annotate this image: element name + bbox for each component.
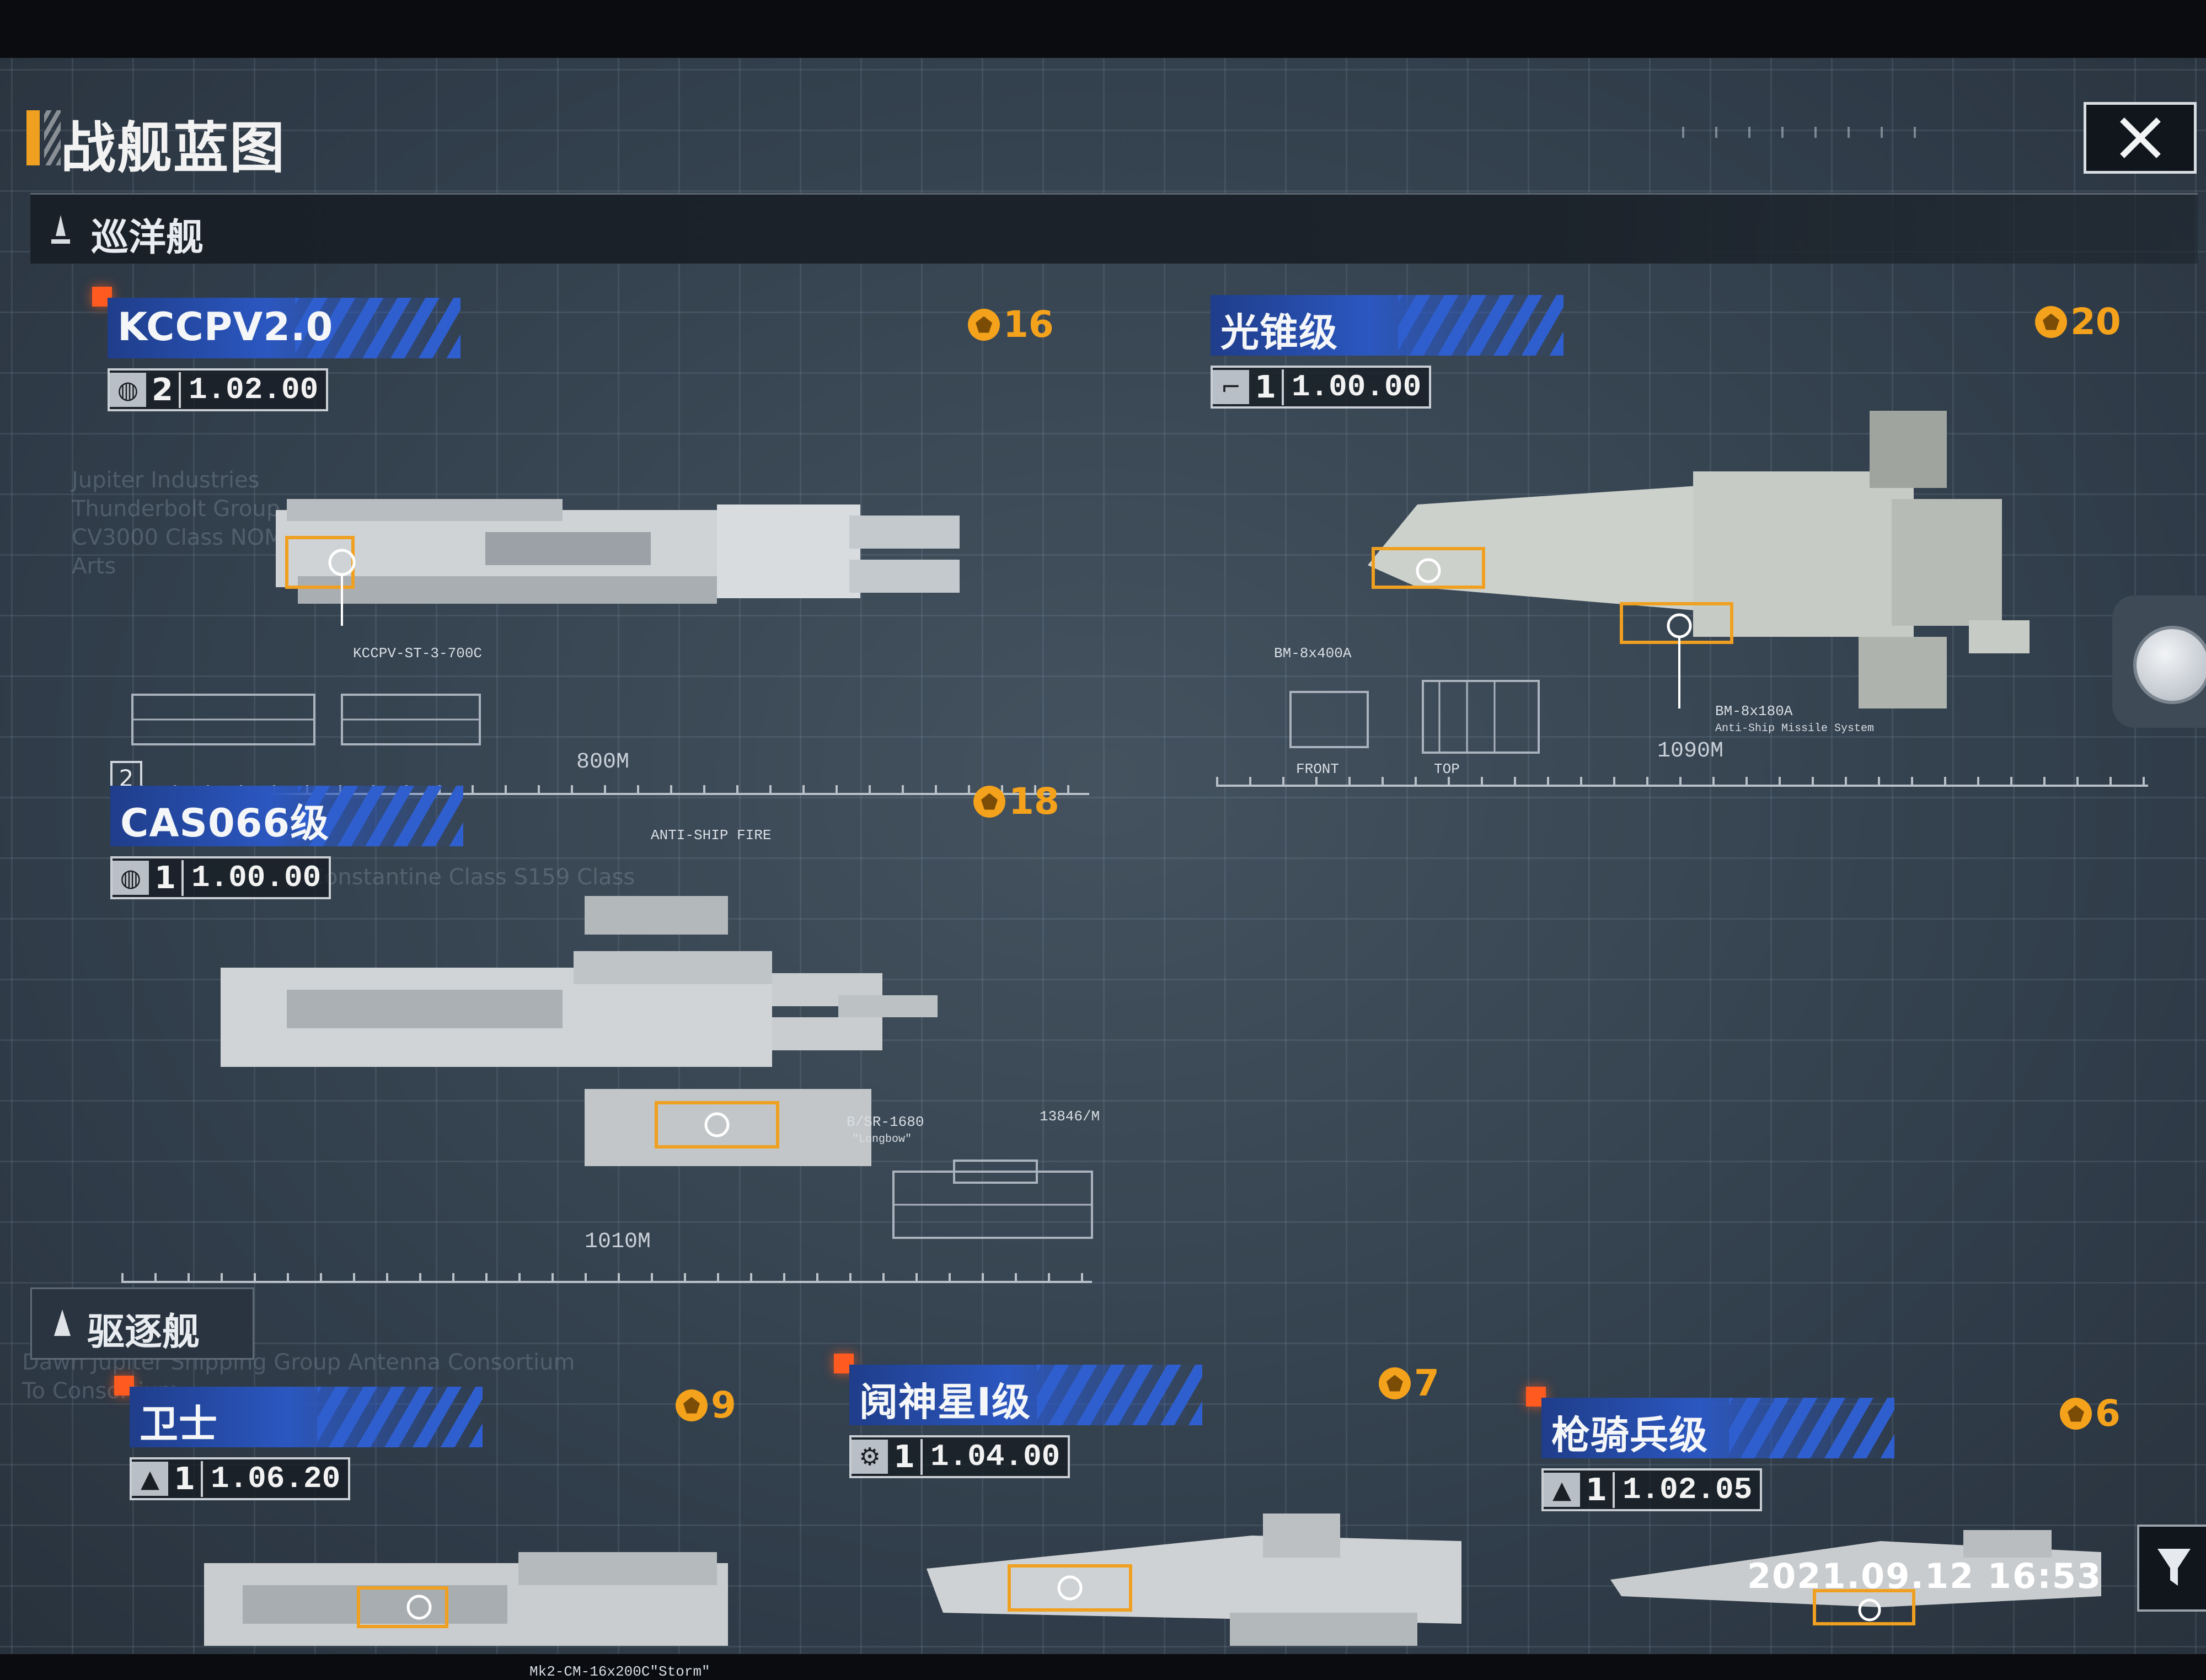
rank-icon: ▲ [132,1462,168,1496]
name-banner: 光锥级 [1211,295,1564,356]
scale-ruler [1216,775,2148,787]
decor-ticks [1682,127,1947,138]
extra-label: 13846/M [1040,1108,1100,1125]
cost-cas066: 18 [973,780,1059,823]
cost-guardian: 9 [676,1384,736,1426]
ship-image-guardian [204,1552,728,1646]
name-banner: CAS066级 [110,786,463,846]
destroyer-class-icon [54,1309,71,1336]
section-label-cruiser: 巡洋舰 [91,216,204,260]
rank-icon: ▲ [1544,1473,1580,1507]
title-accent-stripes [44,110,61,165]
cost-value: 20 [2070,300,2121,343]
knob-icon [2133,626,2206,704]
weapon-label-2-sub: Anti-Ship Missile System [1715,722,1875,735]
section-header-destroyer: 驱逐舰 [30,1287,254,1360]
ship-level: 1.06.20 [210,1461,341,1496]
ship-length: 1090M [1657,739,1724,764]
ship-name: 阋神星I级 [859,1380,1031,1425]
stat-box: ▲ 1 1.06.20 [130,1457,351,1500]
stat-box: ◍ 2 1.02.00 [108,368,329,411]
resource-icon [973,785,1005,818]
weapon-label: B/SR-1680 [847,1114,924,1130]
ship-image-cas066 [221,896,938,1166]
cost-kccpv: 16 [968,303,1054,346]
ship-image-kccpv [276,499,960,626]
name-banner: 卫士 [130,1387,483,1447]
side-action-button[interactable] [2112,595,2206,728]
section-header-cruiser: 巡洋舰 [30,193,2198,264]
globe-icon: ◍ [110,373,146,407]
ship-name: 光锥级 [1220,310,1338,355]
title-accent [26,110,40,165]
resource-icon [2060,1397,2092,1430]
ship-image-eris [927,1513,1461,1646]
ship-count: 1 [888,1439,923,1475]
ship-name: 枪骑兵级 [1551,1413,1708,1458]
cost-lancer: 6 [2060,1392,2121,1435]
top-bar: 战舰蓝图 [0,58,2206,190]
cost-light-cone: 20 [2035,300,2121,343]
ship-count: 2 [146,372,181,408]
ship-level: 1.00.00 [1291,369,1422,405]
section-label-destroyer: 驱逐舰 [87,1311,200,1354]
scale-ruler [121,1271,1092,1283]
name-banner: KCCPV2.0 [108,298,461,358]
faction-icon: ⌐ [1213,370,1249,404]
stat-box: ⚙ 1 1.04.00 [849,1435,1070,1478]
ship-image-light-cone [1368,411,2030,709]
globe-icon: ◍ [113,861,149,895]
ship-length: 800M [576,750,630,775]
ship-count: 1 [168,1461,203,1497]
weapon-label: Mk2-CM-16x200C"Storm" [529,1663,710,1680]
ship-name: 卫士 [140,1402,218,1447]
game-screen: 战舰蓝图 巡洋舰 Jupiter Industries Thunderbolt … [0,58,2206,1680]
ship-image-lancer [1610,1530,2101,1625]
weapon-label-2: BM-8x180A [1715,703,1793,720]
stat-box: ⌐ 1 1.00.00 [1211,366,1432,409]
cost-eris: 7 [1379,1362,1439,1404]
ship-level: 1.04.00 [930,1439,1061,1474]
name-banner: 阋神星I级 [849,1365,1202,1425]
ship-level: 1.00.00 [191,860,322,895]
ship-count: 1 [1580,1472,1615,1508]
ship-level: 1.02.05 [1622,1472,1753,1507]
photo-timestamp: 2021.09.12 16:53 [1747,1556,2102,1596]
cost-value: 18 [1009,780,1059,823]
weapon-label-sub: "Longbow" [852,1133,912,1146]
ship-name: KCCPV2.0 [117,304,334,350]
blueprint-front-top-views [1289,680,1540,754]
lore-text-2: Constantine Class S159 Class [309,865,635,890]
close-button[interactable] [2084,102,2197,174]
weapon-label: BM-8x400A [1274,645,1352,662]
cost-value: 7 [1414,1362,1439,1404]
stat-box: ▲ 1 1.02.05 [1541,1468,1763,1511]
filter-button[interactable] [2137,1525,2206,1612]
ship-length: 1010M [585,1230,651,1254]
stat-box: ◍ 1 1.00.00 [110,856,331,899]
ship-level: 1.02.00 [188,372,319,407]
blueprint-detail-view [892,1160,1093,1239]
ship-count: 1 [149,860,184,896]
cost-value: 6 [2095,1392,2121,1435]
blueprint-side-views [131,694,481,745]
ship-name: CAS066级 [120,801,330,846]
anti-ship-label: ANTI-SHIP FIRE [651,827,772,844]
filter-icon [2157,1549,2191,1586]
gear-icon: ⚙ [852,1440,888,1474]
resource-icon [968,308,1000,341]
resource-icon [676,1389,708,1421]
cost-value: 16 [1003,303,1054,346]
cost-value: 9 [711,1384,736,1426]
resource-icon [1379,1367,1411,1399]
name-banner: 枪骑兵级 [1541,1398,1894,1458]
close-icon [2119,117,2161,158]
weapon-label: KCCPV-ST-3-700C [353,645,483,662]
resource-icon [2035,305,2067,338]
ship-count: 1 [1249,369,1284,405]
page-title: 战舰蓝图 [61,116,286,180]
cruiser-class-icon [51,215,70,244]
